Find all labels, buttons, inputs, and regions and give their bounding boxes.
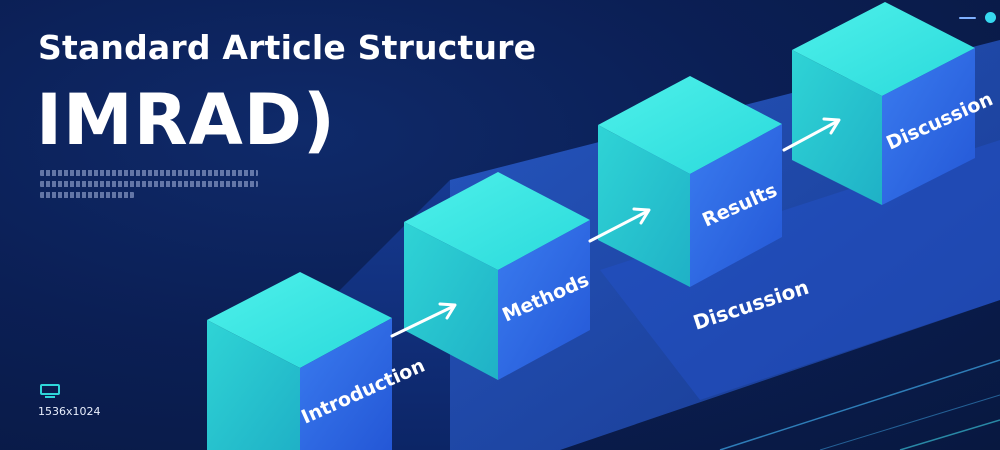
cube-top-face	[404, 172, 590, 270]
platform-edge-line-2	[819, 394, 1000, 450]
image-dimensions: 1536x1024	[38, 405, 101, 418]
cube-right-face	[300, 318, 392, 450]
arrow-intro-to-methods	[390, 302, 457, 338]
blurb-line	[40, 181, 258, 187]
blurb-line	[40, 192, 134, 198]
platform-step	[600, 140, 1000, 400]
platform-edge-line	[719, 359, 1000, 450]
cube-right-face	[498, 220, 590, 380]
platform-edge-line-3	[899, 419, 1000, 450]
cube-top-face	[207, 272, 392, 368]
illegible-description	[40, 170, 270, 198]
cube-right-face	[690, 124, 782, 287]
cube-left-face	[792, 50, 882, 205]
cube-right-face	[882, 48, 975, 205]
cube-top-face	[792, 2, 975, 96]
status-dot-icon	[985, 12, 996, 23]
cube-results	[598, 76, 782, 287]
minimize-icon[interactable]	[959, 17, 976, 19]
cube-left-face	[404, 222, 498, 380]
cube-left-face	[207, 320, 300, 450]
page-subtitle: IMRAD)	[36, 79, 336, 161]
cube-methods	[404, 172, 590, 380]
cube-introduction	[207, 272, 392, 450]
monitor-icon	[40, 384, 60, 398]
cube-left-face	[598, 125, 690, 287]
arrow-methods-to-results	[588, 207, 651, 243]
page-title: Standard Article Structure	[38, 28, 537, 67]
blurb-line	[40, 170, 258, 176]
arrow-results-to-discussion	[782, 117, 841, 152]
cube-discussion	[792, 2, 975, 205]
